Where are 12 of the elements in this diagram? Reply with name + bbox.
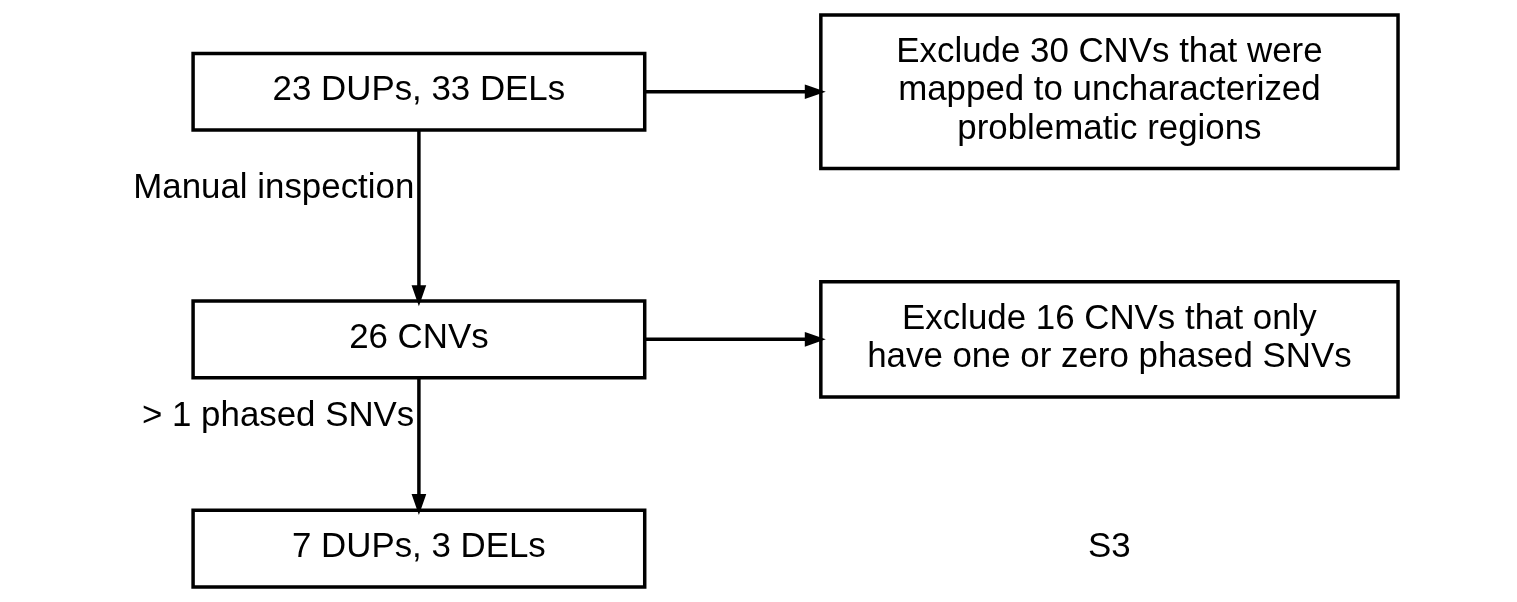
edge-label: > 1 phased SNVs (141, 394, 415, 434)
arrow (411, 130, 427, 307)
edge-label: Manual inspection (133, 166, 415, 206)
node-box: 7 DUPs, 3 DELs (191, 508, 647, 589)
node-box: Exclude 30 CNVs that were mapped to uncharacterized problematic regions (819, 13, 1400, 171)
node-box: 23 DUPs, 33 DELs (191, 51, 647, 132)
arrow (645, 332, 826, 347)
node-box: 26 CNVs (191, 299, 647, 380)
arrow (645, 84, 826, 100)
label: S3 (1088, 525, 1131, 565)
arrow (411, 377, 427, 516)
node-box: Exclude 16 CNVs that only have one or zero phased SNVs (819, 280, 1400, 399)
